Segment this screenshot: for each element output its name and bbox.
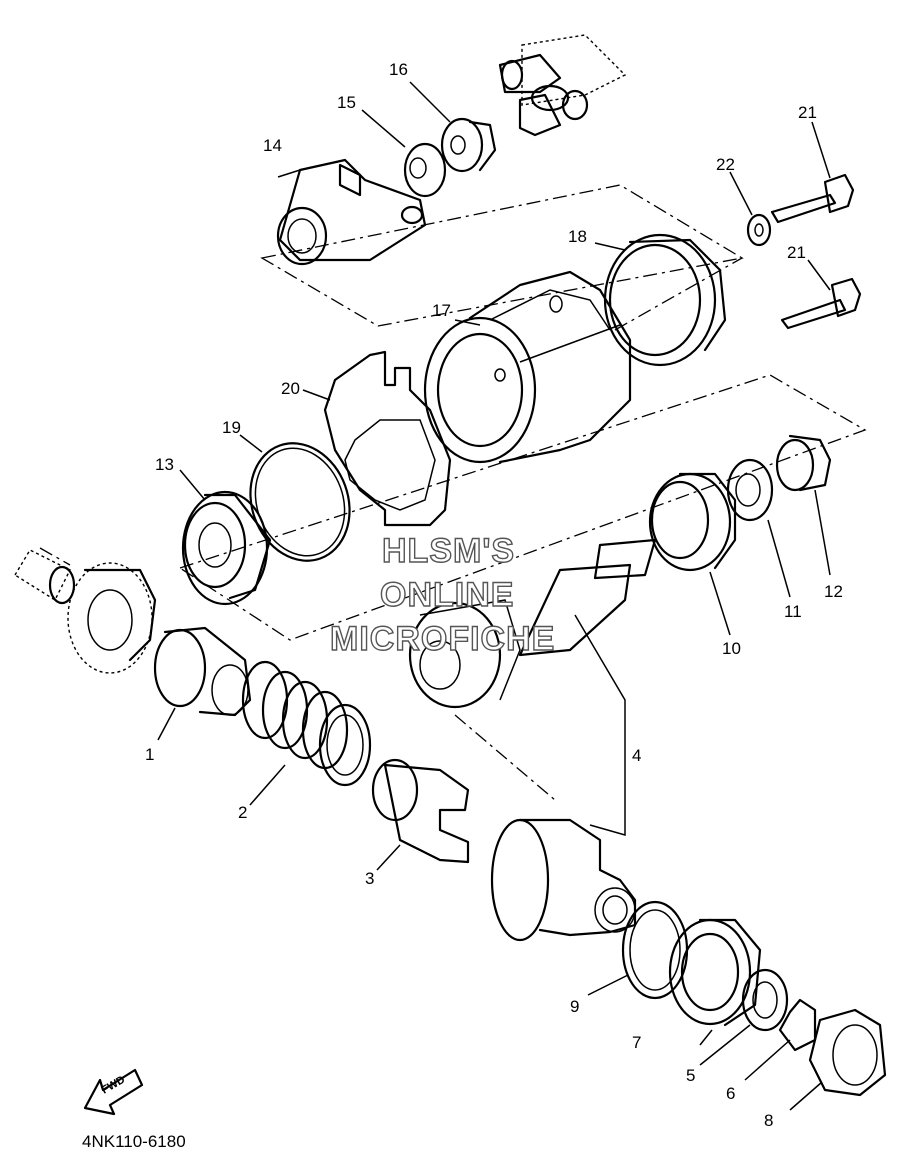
fwd-label: FWD (100, 1074, 128, 1097)
part-20-shim (323, 350, 452, 527)
part-11-washer (726, 458, 774, 522)
part-13-bearing (181, 490, 272, 606)
callout-8: 8 (764, 1111, 773, 1130)
part-4-leader (574, 614, 626, 836)
part-4-ring-gear (490, 818, 637, 942)
part-14-yoke (276, 158, 427, 266)
fwd-arrow-icon: FWD (83, 1068, 144, 1116)
callout-20: 20 (281, 379, 300, 398)
part-8-nut (808, 1008, 887, 1097)
callout-12: 12 (824, 582, 843, 601)
callout-10: 10 (722, 639, 741, 658)
part-1-sleeve (153, 626, 252, 717)
part-10-bearing (648, 472, 737, 572)
diagram-code: 4NK110-6180 (82, 1132, 186, 1151)
universal-joint (498, 34, 627, 137)
watermark-line-2: ONLINE (380, 576, 514, 614)
part-17-housing (423, 270, 632, 464)
callout-19: 19 (222, 418, 241, 437)
left-shaft (14, 549, 76, 605)
callout-21-lower: 21 (787, 243, 806, 262)
callout-11: 11 (784, 602, 802, 621)
group-outline-middle (178, 374, 867, 641)
callout-labels: 1 2 3 4 5 6 7 8 9 10 11 12 13 14 15 16 1… (145, 60, 843, 1130)
callout-2: 2 (238, 803, 247, 822)
part-15-washer (403, 142, 447, 198)
watermark: HLSM'S ONLINE MICROFICHE (329, 531, 555, 658)
part-18-seal (603, 233, 727, 367)
callout-1: 1 (145, 745, 154, 764)
part-3-cam (371, 758, 470, 864)
part-12-collar (775, 434, 832, 492)
callout-9: 9 (570, 997, 579, 1016)
part-6-lockwasher (778, 998, 817, 1052)
callout-16: 16 (389, 60, 408, 79)
group-outline-lower (39, 547, 556, 801)
callout-18: 18 (568, 227, 587, 246)
part-21-bolt-lower (780, 277, 862, 330)
callout-14: 14 (263, 136, 282, 155)
leader-lines (157, 81, 831, 1111)
watermark-line-3: MICROFICHE (330, 620, 555, 658)
callout-17: 17 (432, 301, 451, 320)
left-bearing (67, 562, 157, 674)
callout-4: 4 (632, 746, 641, 765)
callout-21-upper: 21 (798, 103, 817, 122)
callout-3: 3 (365, 869, 374, 888)
callout-15: 15 (337, 93, 356, 112)
watermark-line-1: HLSM'S (382, 532, 515, 570)
part-9-shim (621, 900, 689, 1000)
part-4-pinion (408, 538, 657, 709)
callout-6: 6 (726, 1084, 735, 1103)
part-22-washer (746, 213, 772, 247)
part-16-nut (440, 117, 497, 173)
part-21-bolt-upper (770, 173, 855, 224)
group-outline-upper (260, 184, 744, 331)
callout-22: 22 (716, 155, 735, 174)
part-5-washer (741, 968, 789, 1032)
part-2-spring (241, 660, 372, 787)
callout-5: 5 (686, 1066, 695, 1085)
callout-13: 13 (155, 455, 174, 474)
callout-7: 7 (632, 1033, 641, 1052)
part-19-o-ring (249, 442, 351, 562)
